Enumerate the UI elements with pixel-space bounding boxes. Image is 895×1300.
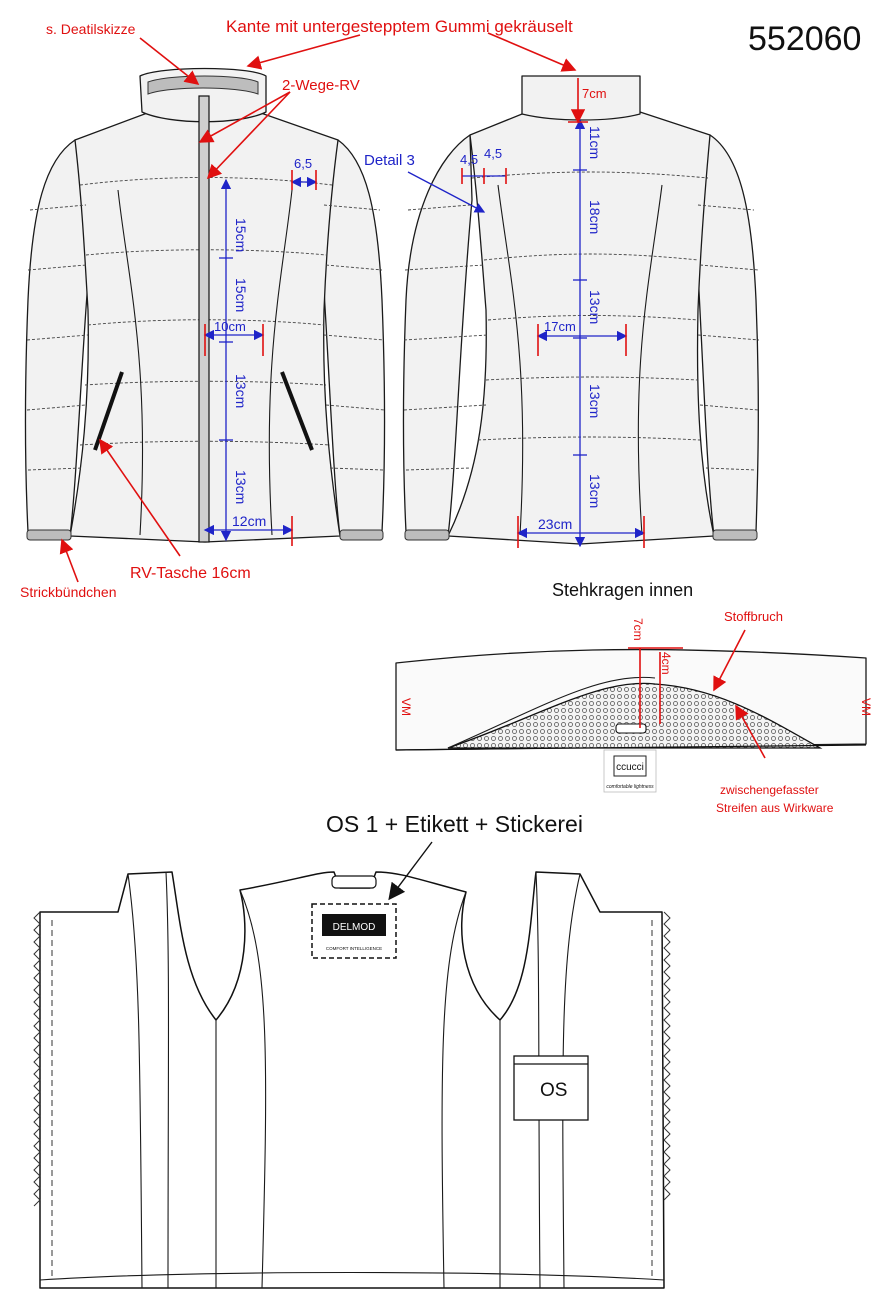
front-marker-right: VM <box>859 698 873 716</box>
back-segment-2: 18cm <box>587 200 603 234</box>
front-dimension-lines <box>203 170 318 546</box>
lining-hanger-loop <box>331 875 377 889</box>
back-jacket-sketch <box>402 75 760 545</box>
front-segment-3: 13cm <box>233 374 249 408</box>
back-left-knit-cuff <box>404 529 450 541</box>
right-zip-pocket <box>280 371 314 451</box>
back-segment-3: 13cm <box>587 290 603 324</box>
back-right-sleeve <box>693 134 759 537</box>
lining-label-tagline: COMFORT INTELLIGENCE <box>326 946 382 951</box>
front-segment-4: 13cm <box>233 470 249 504</box>
collar-inside-title: Stehkragen innen <box>552 580 693 600</box>
collar-label-tagline: comfortable lightness <box>606 784 654 790</box>
lining-label-brand: DELMOD <box>333 922 376 933</box>
detail-3-label: Detail 3 <box>364 152 415 169</box>
back-segment-4: 13cm <box>587 384 603 418</box>
detail-sketch-ref-label: s. Deatilskizze <box>46 21 136 37</box>
inserted-strip-line2: Streifen aus Wirkware <box>716 801 834 815</box>
collar-strip-height: 4cm <box>659 652 673 675</box>
right-knit-cuff <box>339 529 384 541</box>
front-left-sleeve <box>24 139 96 537</box>
inner-pocket-label: OS <box>540 1080 567 1101</box>
knit-strip <box>447 682 823 749</box>
lining-flat-sketch <box>33 841 671 1289</box>
back-waist-width: 17cm <box>544 319 576 334</box>
back-segment-1: 11cm <box>587 126 603 159</box>
knit-cuff-label: Strickbündchen <box>20 584 117 600</box>
left-knit-cuff <box>26 529 72 541</box>
zip-pocket-label: RV-Tasche 16cm <box>130 565 251 582</box>
collar-inside-detail <box>395 629 867 793</box>
back-collar <box>521 75 641 121</box>
collar-edge-note: Kante mit untergestepptem Gummi gekräuse… <box>226 17 573 36</box>
front-waist-width: 10cm <box>214 319 246 334</box>
front-collar-rib <box>147 75 259 95</box>
back-right-knit-cuff <box>712 529 758 541</box>
back-hem-width: 23cm <box>538 516 572 532</box>
back-collar-height: 7cm <box>582 86 607 101</box>
collar-total-height: 7cm <box>631 618 645 641</box>
back-segment-5: 13cm <box>587 474 603 508</box>
inserted-strip-line1: zwischengefasster <box>720 783 819 797</box>
hanger-loop <box>615 723 647 734</box>
back-dimension-lines <box>461 78 646 548</box>
annotation-arrows <box>59 32 577 583</box>
front-shoulder-offset: 6,5 <box>294 156 312 171</box>
back-left-sleeve <box>402 134 473 537</box>
fabric-fold-label: Stoffbruch <box>724 609 783 624</box>
collar-label-brand: ccucci <box>616 762 644 773</box>
back-yoke-offset-left: 4,5 <box>460 152 478 167</box>
front-segment-2: 15cm <box>233 278 249 312</box>
front-marker-left: VM <box>399 698 413 716</box>
back-yoke-offset-right: 4,5 <box>484 146 502 161</box>
style-number: 552060 <box>748 20 861 58</box>
text-labels: 552060 s. Deatilskizze Kante mit unterge… <box>20 17 873 1101</box>
lining-note: OS 1 + Etikett + Stickerei <box>326 811 583 837</box>
front-segment-1: 15cm <box>233 218 249 252</box>
center-front-zipper <box>198 95 210 543</box>
front-hem-width: 12cm <box>232 513 266 529</box>
inner-pocket-os <box>513 1055 589 1121</box>
left-zip-pocket <box>93 371 124 451</box>
two-way-zipper-label: 2-Wege-RV <box>282 77 360 94</box>
front-right-sleeve <box>317 139 386 537</box>
